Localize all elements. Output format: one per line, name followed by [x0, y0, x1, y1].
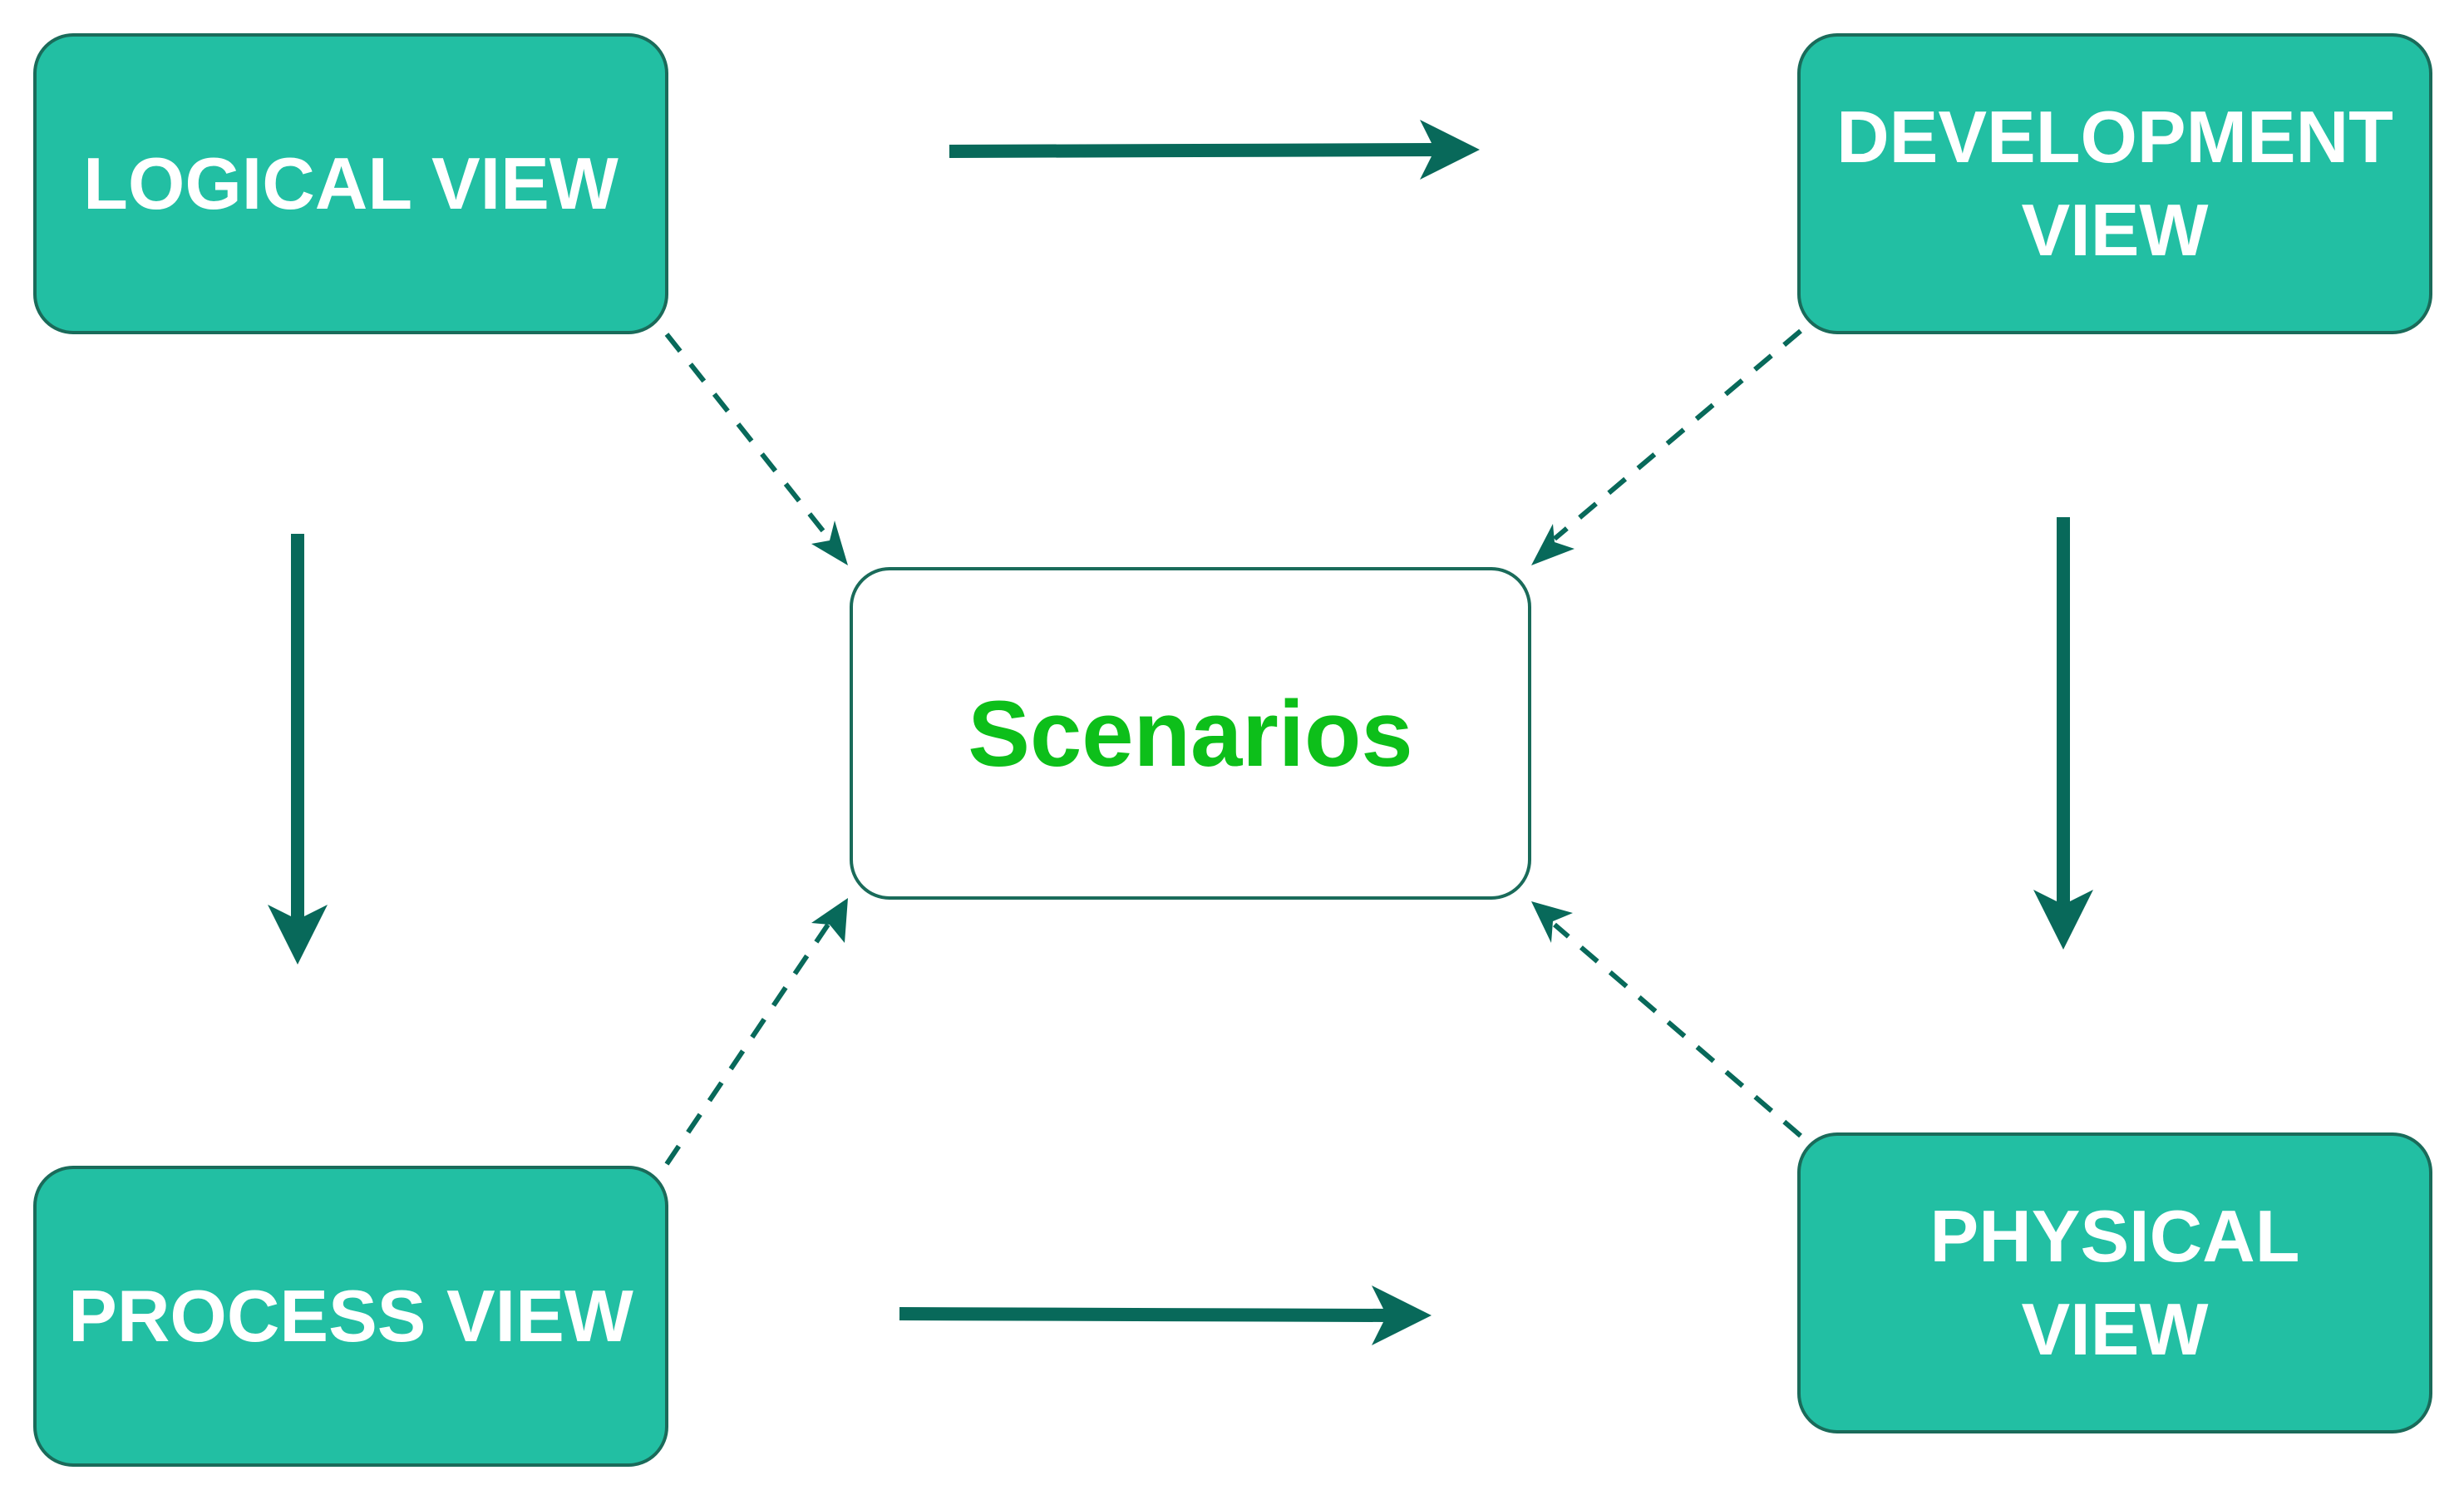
edge-process-to-scenarios [664, 898, 848, 1166]
scenarios-label: Scenarios [968, 681, 1413, 786]
process-view-label: PROCESS VIEW [68, 1270, 633, 1363]
development-view-label-line: DEVELOPMENT [1836, 96, 2393, 178]
physical-view-node: PHYSICAL VIEW [1797, 1132, 2432, 1433]
process-view-label-line: PROCESS VIEW [68, 1275, 633, 1357]
physical-view-label-line: PHYSICAL [1929, 1195, 2300, 1277]
edge-logical-to-development [949, 120, 1480, 180]
edge-process-to-physical [899, 1285, 1432, 1345]
logical-view-node: LOGICAL VIEW [33, 33, 668, 334]
logical-view-label-line: LOGICAL VIEW [83, 142, 618, 225]
edge-development-to-scenarios [1531, 328, 1802, 565]
development-view-label-line: VIEW [2021, 189, 2209, 271]
edge-logical-to-process [268, 534, 328, 965]
development-view-label: DEVELOPMENT VIEW [1836, 91, 2393, 277]
logical-view-label: LOGICAL VIEW [83, 137, 618, 230]
physical-view-label: PHYSICAL VIEW [1930, 1190, 2300, 1376]
process-view-node: PROCESS VIEW [33, 1166, 668, 1467]
edge-physical-to-scenarios [1531, 901, 1802, 1138]
scenarios-node: Scenarios [850, 567, 1531, 900]
edge-logical-to-scenarios [664, 333, 848, 565]
edge-development-to-physical [2033, 517, 2093, 950]
development-view-node: DEVELOPMENT VIEW [1797, 33, 2432, 334]
physical-view-label-line: VIEW [2021, 1288, 2209, 1370]
